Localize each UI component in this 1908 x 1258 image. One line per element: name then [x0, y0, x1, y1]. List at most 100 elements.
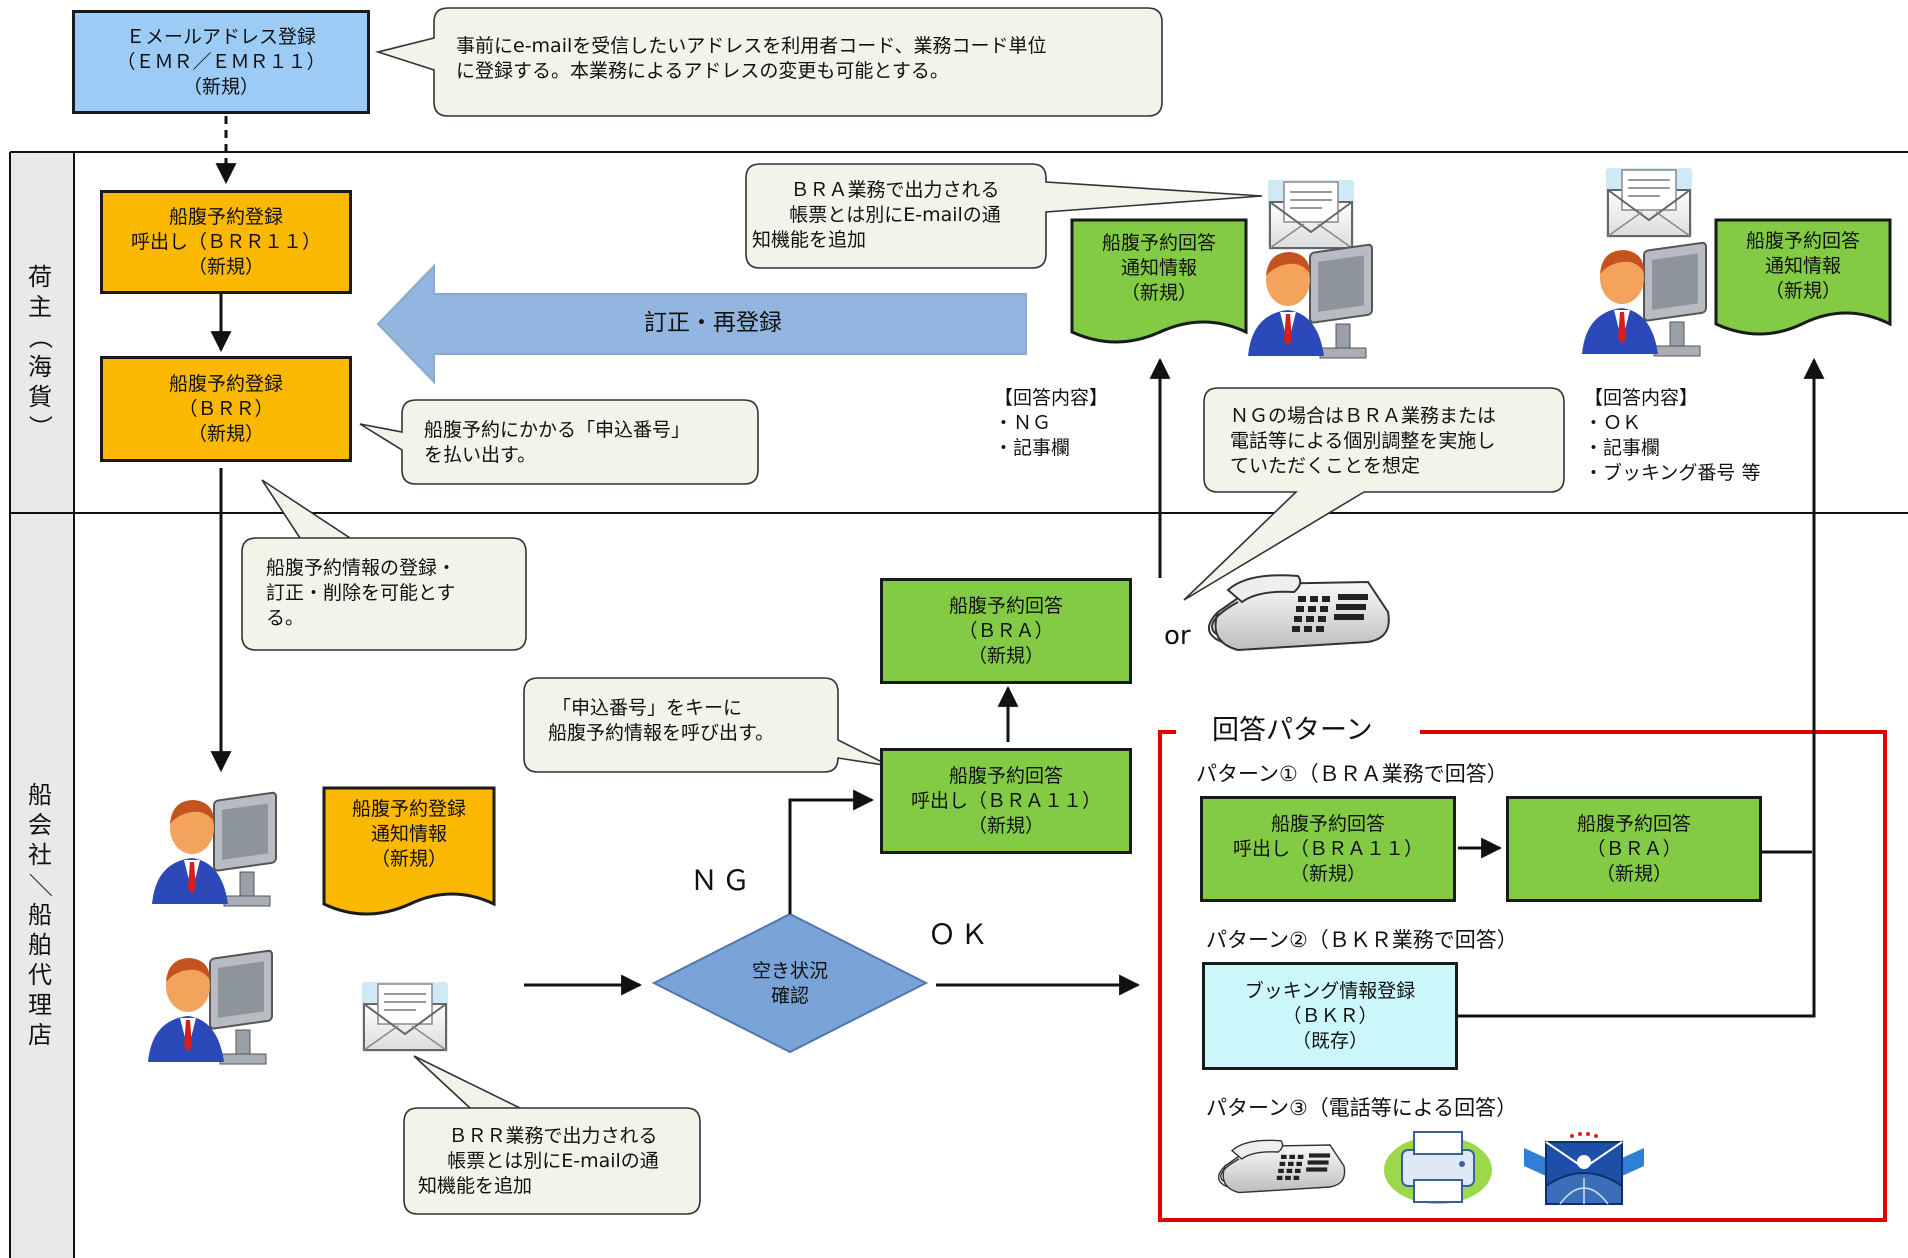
answer-notice-doc-text-1: 船腹予約回答 通知情報 （新規） — [1074, 226, 1244, 310]
lane-label-shipper: 荷 主 （ 海 貨 ） — [20, 262, 60, 442]
printer-icon — [1384, 1131, 1492, 1204]
callout-line: ていただくことを想定 — [1230, 455, 1421, 477]
lane-char: 舶 — [28, 931, 52, 959]
brr-mail-callout: ＢＲＲ業務で出力される 帳票とは別にE-mailの通 知機能を追加 — [418, 1124, 688, 1199]
emr-callout: 事前にe-mailを受信したいアドレスを利用者コード、業務コード単位 に登録する… — [456, 34, 1047, 84]
box-line: （新規） — [1289, 862, 1366, 885]
brr-notice-doc-text: 船腹予約登録 通知情報 （新規） — [326, 792, 492, 876]
document-shapes — [322, 218, 1892, 916]
box-line: 通知情報 — [1120, 256, 1197, 279]
swimlane-frame — [9, 151, 1908, 1258]
pattern1-bra11-box: 船腹予約回答 呼出し（ＢＲＡ１１） （新規） — [1200, 796, 1456, 902]
lane-header-fill — [11, 153, 73, 1258]
pattern-frame — [1158, 730, 1887, 1222]
answer-ng-label: 【回答内容】 ・ＮＧ ・記事欄 — [994, 386, 1108, 461]
box-line: （ＢＲＡ） — [958, 619, 1054, 642]
box-line: （ＥＭＲ／ＥＭＲ１１） — [116, 50, 326, 73]
box-line: 呼出し（ＢＲＲ１１） — [130, 230, 321, 253]
callout-line: 船腹予約情報を呼び出す。 — [548, 722, 775, 744]
pattern-title: 回答パターン — [1212, 715, 1373, 746]
key-callout: 「申込番号」をキーに 船腹予約情報を呼び出す。 — [548, 696, 774, 746]
lane-char: 船 — [28, 901, 52, 929]
callout-line: に登録する。本業務によるアドレスの変更も可能とする。 — [456, 60, 949, 82]
person-computer-icon — [151, 791, 277, 907]
pattern2-bkr-box: ブッキング情報登録 （ＢＫＲ） （既存） — [1202, 962, 1458, 1070]
lane-char: 代 — [28, 961, 52, 989]
callout-line: 電話等による個別調整を実施し — [1230, 430, 1496, 452]
answer-notice-doc-text-2: 船腹予約回答 通知情報 （新規） — [1718, 226, 1888, 306]
connectors — [210, 116, 1825, 1018]
lane-char: 店 — [28, 1021, 52, 1049]
answer-line: ・ＯＫ — [1584, 412, 1642, 434]
box-line: （ＢＲＲ） — [178, 397, 274, 420]
box-line: 船腹予約登録 — [351, 797, 466, 820]
box-line: （新規） — [187, 255, 264, 278]
lane-char: 海 — [28, 353, 52, 381]
callout-line: 帳票とは別にE-mailの通 — [447, 1150, 659, 1172]
box-line: 船腹予約回答 — [948, 764, 1063, 787]
person-computer-icon — [1247, 243, 1373, 359]
bra-box: 船腹予約回答 （ＢＲＡ） （新規） — [880, 578, 1132, 684]
box-line: 空き状況 — [751, 960, 828, 982]
person-computer-icon — [147, 949, 273, 1065]
lane-char: 主 — [28, 293, 52, 321]
lane-char: 貨 — [28, 383, 52, 411]
callout-line: 船腹予約情報の登録・ — [266, 557, 457, 579]
answer-line: ・記事欄 — [1584, 437, 1661, 459]
box-line: 船腹予約回答 — [1745, 229, 1860, 252]
box-line: 呼出し（ＢＲＡ１１） — [1232, 837, 1423, 860]
pattern1-label: パターン①（ＢＲＡ業務で回答） — [1196, 762, 1508, 786]
box-line: （ＢＫＲ） — [1282, 1004, 1378, 1027]
person-computer-icon — [1581, 241, 1707, 357]
box-line: （新規） — [967, 814, 1044, 837]
correction-label: 訂正・再登録 — [644, 310, 782, 336]
answer-line: ・ＮＧ — [994, 412, 1052, 434]
pattern3-label: パターン③（電話等による回答） — [1206, 1096, 1518, 1120]
globe-mail-icon — [1524, 1132, 1644, 1205]
envelope-icon — [361, 981, 449, 1053]
box-line: 船腹予約登録 — [168, 205, 283, 228]
ng-callout: ＮＧの場合はＢＲＡ業務または 電話等による個別調整を実施し ていただくことを想定 — [1230, 404, 1496, 479]
lane-char: 理 — [28, 991, 52, 1019]
callout-line: を払い出す。 — [424, 444, 537, 466]
or-label: or — [1164, 621, 1191, 651]
box-line: （新規） — [967, 644, 1044, 667]
bra11-box: 船腹予約回答 呼出し（ＢＲＡ１１） （新規） — [880, 748, 1132, 854]
box-line: 船腹予約回答 — [1576, 812, 1691, 835]
brr-box: 船腹予約登録 （ＢＲＲ） （新規） — [100, 356, 352, 462]
box-line: 通知情報 — [370, 822, 447, 845]
callout-line: 知機能を追加 — [752, 229, 867, 251]
bra-mail-callout: ＢＲＡ業務で出力される 帳票とは別にE-mailの通 知機能を追加 — [752, 178, 1038, 253]
envelope-icon — [1605, 167, 1693, 239]
box-line: （新規） — [1764, 279, 1841, 302]
callout-line: る。 — [266, 607, 305, 629]
box-line: 呼出し（ＢＲＡ１１） — [910, 789, 1101, 812]
box-line: （新規） — [182, 75, 259, 98]
telephone-icon — [1217, 1139, 1346, 1194]
brr-edit-callout: 船腹予約情報の登録・ 訂正・削除を可能とす る。 — [266, 556, 456, 631]
box-line: （新規） — [187, 422, 264, 445]
pattern2-label: パターン②（ＢＫＲ業務で回答） — [1206, 928, 1518, 952]
decision-text: 空き状況 確認 — [700, 956, 880, 1012]
telephone-icon — [1207, 574, 1390, 651]
box-line: 船腹予約回答 — [948, 594, 1063, 617]
lane-char: 社 — [28, 841, 52, 869]
decision-diamond — [651, 912, 929, 1054]
pattern1-bra-box: 船腹予約回答 （ＢＲＡ） （新規） — [1506, 796, 1762, 902]
box-line: Ｅメールアドレス登録 — [125, 25, 316, 48]
box-line: （新規） — [370, 847, 447, 870]
box-line: 船腹予約回答 — [1101, 231, 1216, 254]
box-line: 船腹予約登録 — [168, 372, 283, 395]
callout-line: 「申込番号」をキーに — [552, 697, 743, 719]
lane-char: ／ — [26, 873, 54, 897]
callout-shapes — [241, 7, 1565, 1215]
ng-label: ＮＧ — [690, 864, 755, 897]
callout-line: 船腹予約にかかる「申込番号」 — [424, 419, 691, 441]
box-line: （新規） — [1120, 281, 1197, 304]
lane-char: ） — [26, 415, 54, 439]
lane-label-carrier: 船 会 社 ／ 船 舶 代 理 店 — [20, 780, 60, 1050]
answer-line: 【回答内容】 — [1584, 387, 1699, 409]
lane-char: 会 — [28, 811, 52, 839]
answer-line: ・記事欄 — [994, 437, 1071, 459]
